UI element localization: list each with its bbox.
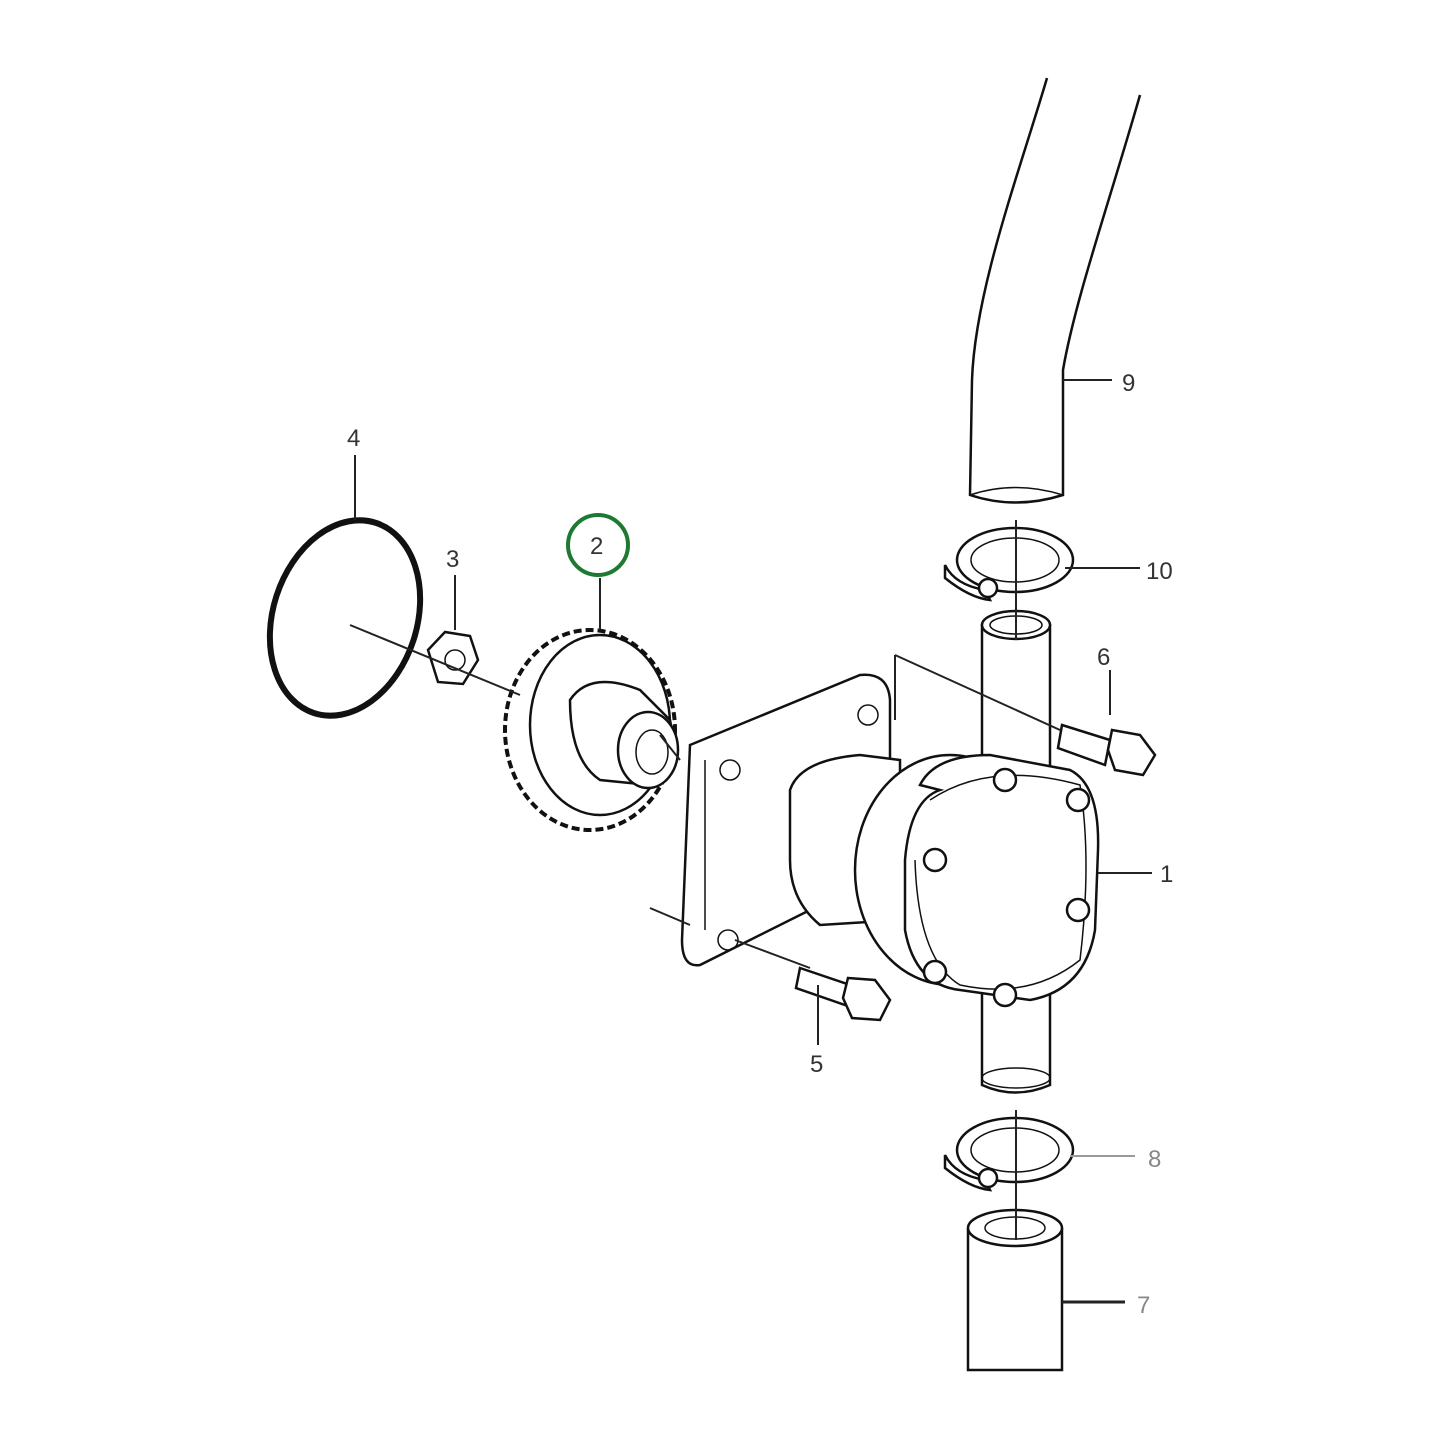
hose-clamp-lower[interactable] <box>943 1116 1075 1192</box>
hose-clamp-upper[interactable] <box>943 526 1075 602</box>
callout-5[interactable]: 5 <box>810 1051 823 1078</box>
cover-screws <box>922 767 1091 1008</box>
callout-8[interactable]: 8 <box>1148 1146 1161 1173</box>
callout-3[interactable]: 3 <box>446 546 459 573</box>
o-ring[interactable] <box>246 501 445 736</box>
drive-gear[interactable] <box>503 628 680 832</box>
bolt-lower[interactable] <box>794 966 892 1022</box>
hose-upper[interactable] <box>968 77 1142 504</box>
callout-6[interactable]: 6 <box>1097 644 1110 671</box>
callout-2[interactable]: 2 <box>590 533 603 560</box>
highlight-ring <box>566 513 630 577</box>
callout-4[interactable]: 4 <box>347 425 360 452</box>
pump-body[interactable] <box>853 753 1100 1008</box>
callout-7[interactable]: 7 <box>1137 1292 1150 1319</box>
bolt-upper[interactable] <box>1056 723 1157 777</box>
nut[interactable] <box>426 630 480 686</box>
callout-9[interactable]: 9 <box>1122 370 1135 397</box>
callout-1[interactable]: 1 <box>1160 861 1173 888</box>
callout-10[interactable]: 10 <box>1146 558 1173 585</box>
leader-lines <box>349 379 1152 1304</box>
